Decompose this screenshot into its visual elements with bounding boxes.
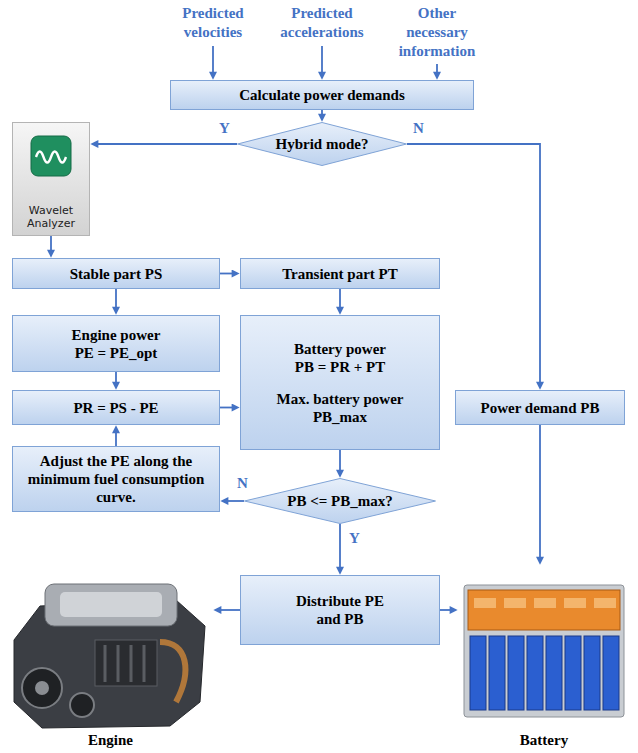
pulley-hub [35,681,49,695]
component-picture: Battery [458,565,630,751]
process-box: Engine power PE = PE_opt [12,315,220,372]
battery-connector [564,598,586,608]
process-box: Power demand PB [455,390,625,425]
tool-background [12,122,90,236]
battery-cell [584,636,600,710]
process-text: Max. battery power PB_max [265,390,415,426]
wave-symbol [36,152,66,163]
engine-cover [45,584,177,626]
decision-diamond: Hybrid mode? [237,122,407,166]
exhaust-pipe [160,642,185,702]
pulley [22,668,62,708]
manifold-rib [130,645,133,682]
flow-arrow [539,425,541,562]
tool-name: Wavelet Analyzer [15,204,87,230]
branch-label: Y [348,530,361,547]
flow-arrow [216,609,240,611]
input-arrow [212,46,214,77]
branch-label: N [412,120,425,137]
battery-cell [603,636,619,710]
process-box: Calculate power demands [170,80,474,110]
input-label: Predicted accelerations [270,4,374,42]
battery-cell [565,636,581,710]
process-text: Adjust the PE along the minimum fuel con… [19,452,213,506]
pulley [70,693,94,717]
flow-arrow [115,428,117,446]
flow-arrow [339,524,341,572]
input-arrow [321,46,323,77]
flow-arrow [115,289,117,312]
diamond-shape [238,123,407,166]
process-text: Stable part PS [70,265,163,283]
engine-cover-panel [60,592,162,617]
process-text: Engine power PE = PE_opt [61,326,171,362]
decision-text: PB <= PB_max? [287,492,392,510]
decision-diamond: PB <= PB_max? [244,478,436,524]
battery-module-band [468,590,620,630]
process-box: Battery power PB = PR + PT Max. battery p… [240,315,440,450]
process-text: Power demand PB [481,399,600,417]
battery-connector [474,598,496,608]
battery-connector [504,598,526,608]
flow-arrow [440,609,455,611]
flow-arrow [339,289,341,312]
input-arrow [436,64,438,77]
flow-arrow [220,273,237,275]
battery-cell [470,636,486,710]
image-caption: Battery [520,731,568,749]
battery-cell [546,636,562,710]
image-caption: Engine [88,731,133,749]
flow-arrow [321,110,323,119]
input-label: Predicted velocities [168,4,258,42]
process-text: Calculate power demands [239,86,405,104]
battery-connector [534,598,556,608]
engine-illustration [14,584,205,728]
decision-text: Hybrid mode? [276,135,369,153]
wavelet-icon [31,136,71,176]
flow-arrow [115,372,117,387]
process-box: Transient part PT [240,258,440,289]
branch-label: N [236,475,249,492]
manifold-rib [143,645,146,682]
battery-cell [489,636,505,710]
tool-icon-box: Wavelet Analyzer [12,122,90,236]
process-text: PR = PS - PE [73,399,158,417]
battery-cell [508,636,524,710]
intake-manifold [95,640,157,686]
flow-arrow [93,143,237,145]
battery-frame [464,585,624,717]
manifold-rib [104,645,107,682]
manifold-rib [117,645,120,682]
flow-arrow [339,450,341,475]
process-box: Stable part PS [12,258,220,289]
process-box: Adjust the PE along the minimum fuel con… [12,446,220,512]
process-text: Battery power PB = PR + PT [285,340,395,376]
diamond-shape [245,479,436,524]
process-box: Distribute PE and PB [240,575,440,645]
input-label: Other necessary information [392,4,482,61]
flow-arrow [50,236,52,255]
flow-arrow [220,407,237,409]
flow-arrow [223,500,244,502]
process-text: Transient part PT [282,265,398,283]
process-text: Distribute PE and PB [295,592,385,628]
battery-connector [594,598,616,608]
battery-illustration [464,585,624,717]
process-box: PR = PS - PE [12,390,220,425]
battery-cell [527,636,543,710]
branch-label: Y [218,120,231,137]
component-picture: Engine [8,575,213,751]
